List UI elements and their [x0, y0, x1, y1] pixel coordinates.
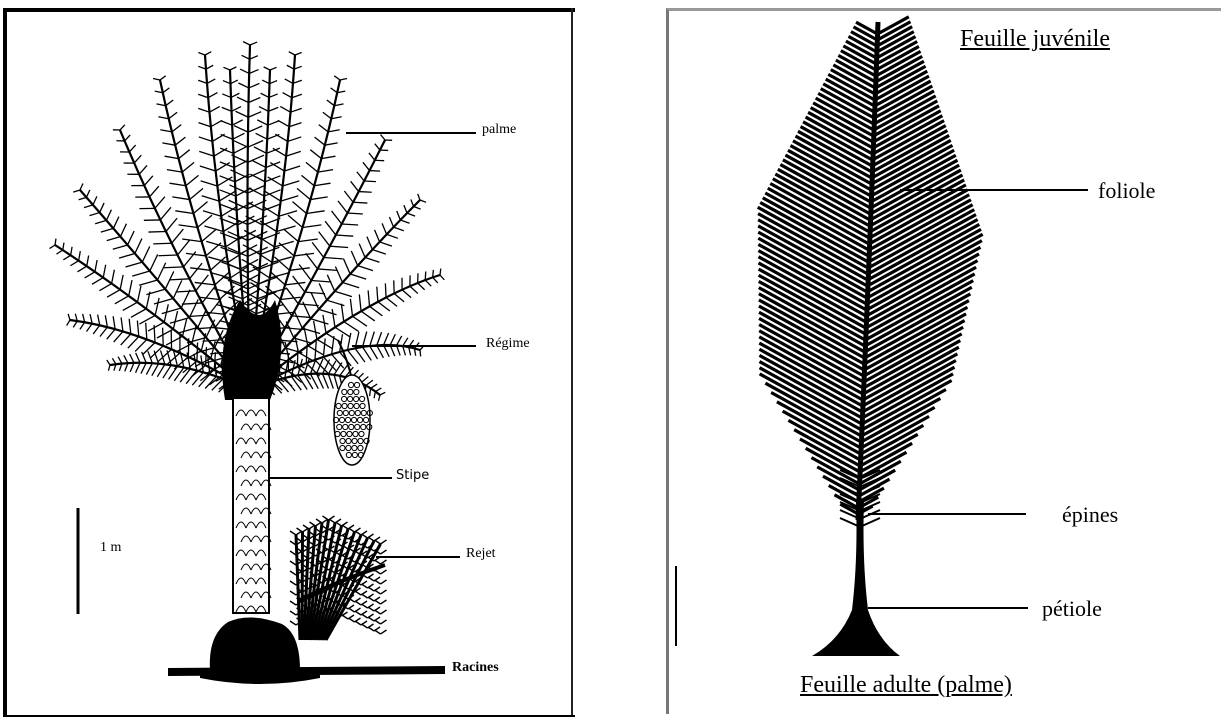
offshoot: [290, 516, 387, 640]
title-adult-leaf: Feuille adulte (palme): [800, 672, 1012, 699]
stipe-trunk: [233, 398, 271, 613]
label-regime: Régime: [486, 336, 530, 352]
title-juvenile-leaf: Feuille juvénile: [960, 26, 1110, 53]
label-petiole: pétiole: [1042, 596, 1102, 622]
label-foliole: foliole: [1098, 178, 1155, 204]
label-palme: palme: [482, 122, 516, 138]
label-racines: Racines: [452, 660, 499, 676]
label-scale: 1 m: [100, 540, 121, 556]
date-bunch: [333, 340, 372, 465]
palm-leaf: [758, 17, 983, 526]
petiole-shape: [812, 500, 900, 656]
label-stipe: Stipe: [396, 468, 429, 483]
label-rejet: Rejet: [466, 546, 496, 562]
label-epines: épines: [1062, 502, 1118, 528]
